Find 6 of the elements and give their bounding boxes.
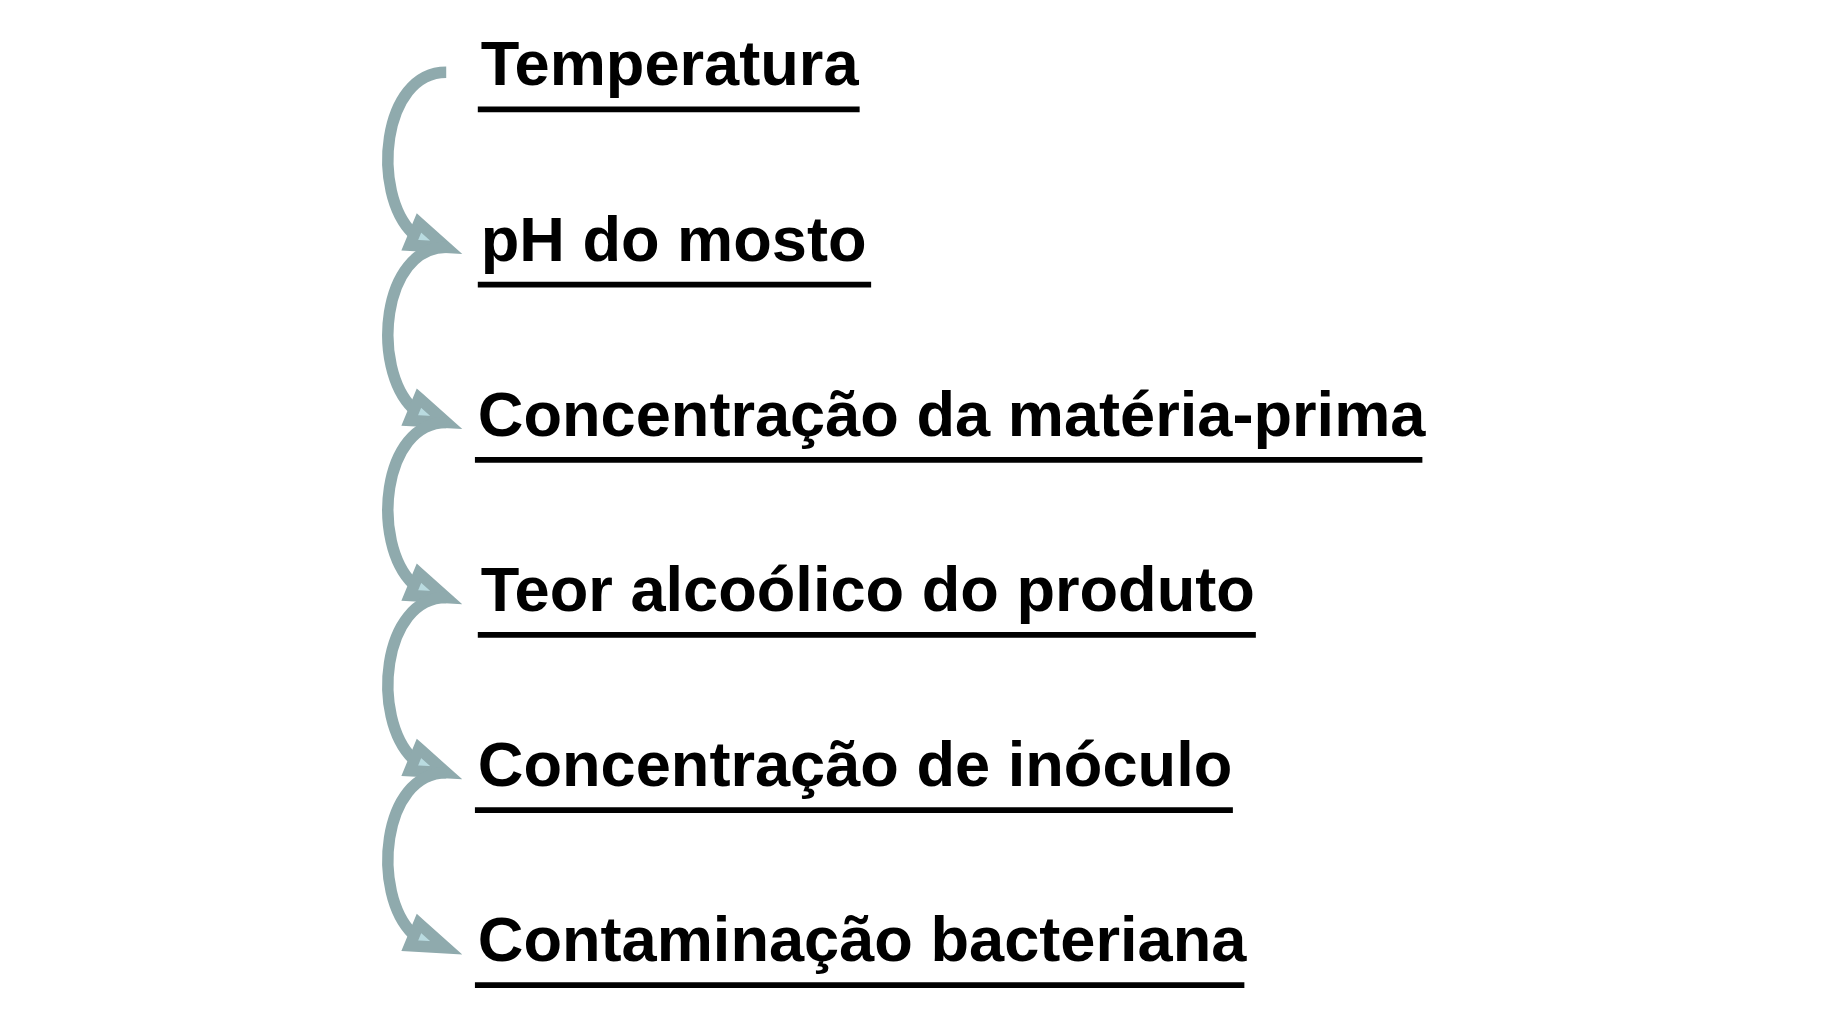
node-text: pH do mosto [480, 203, 867, 273]
node-text: Concentração da matéria-prima [477, 378, 1425, 449]
node-text: Contaminação bacteriana [477, 903, 1246, 974]
node-text: Teor alcoólico do produto [480, 553, 1255, 624]
node-text: Concentração de inóculo [477, 728, 1232, 799]
node-text: Temperatura [480, 27, 859, 98]
